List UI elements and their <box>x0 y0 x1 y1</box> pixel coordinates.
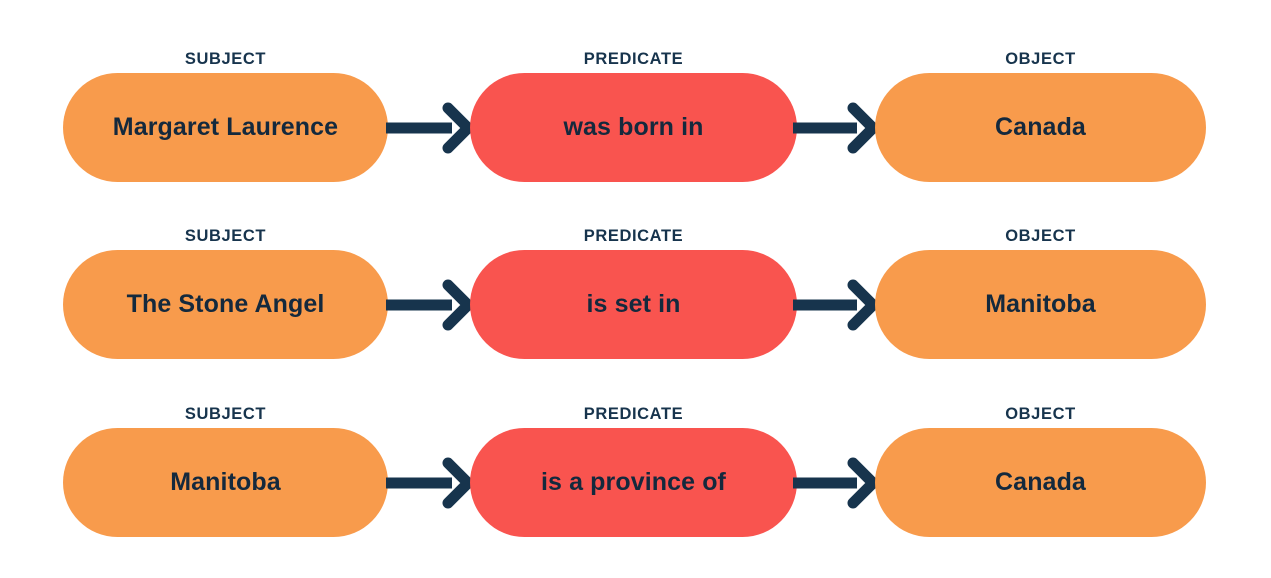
predicate-node[interactable]: was born in <box>470 73 797 182</box>
object-node[interactable]: Canada <box>875 73 1206 182</box>
object-node-label: Manitoba <box>985 290 1096 318</box>
subject-node[interactable]: Margaret Laurence <box>63 73 388 182</box>
predicate-node[interactable]: is a province of <box>470 428 797 537</box>
role-label-predicate: PREDICATE <box>583 50 684 68</box>
role-label-object: OBJECT <box>1005 405 1076 423</box>
arrow-right-icon <box>793 279 879 331</box>
predicate-node-label: is set in <box>586 290 681 318</box>
object-node-label: Canada <box>995 113 1086 141</box>
role-label-object: OBJECT <box>1005 50 1076 68</box>
role-label-subject: SUBJECT <box>184 50 267 68</box>
predicate-node-label: was born in <box>563 113 704 141</box>
object-node-label: Canada <box>995 468 1086 496</box>
subject-node[interactable]: The Stone Angel <box>63 250 388 359</box>
arrow-right-icon <box>386 279 474 331</box>
subject-node-label: Margaret Laurence <box>112 113 339 141</box>
arrow-right-icon <box>386 457 474 509</box>
role-label-subject: SUBJECT <box>184 405 267 423</box>
predicate-node-label: is a province of <box>541 468 726 496</box>
arrow-right-icon <box>386 102 474 154</box>
subject-node[interactable]: Manitoba <box>63 428 388 537</box>
predicate-node[interactable]: is set in <box>470 250 797 359</box>
arrow-right-icon <box>793 457 879 509</box>
role-label-subject: SUBJECT <box>184 227 267 245</box>
subject-node-label: Manitoba <box>170 468 281 496</box>
role-label-predicate: PREDICATE <box>583 227 684 245</box>
triple-row: SUBJECT Margaret Laurence PREDICATE was … <box>0 40 1271 218</box>
role-label-predicate: PREDICATE <box>583 405 684 423</box>
triple-row: SUBJECT Manitoba PREDICATE is a province… <box>0 395 1271 573</box>
triple-row: SUBJECT The Stone Angel PREDICATE is set… <box>0 217 1271 395</box>
arrow-right-icon <box>793 102 879 154</box>
object-node[interactable]: Canada <box>875 428 1206 537</box>
object-node[interactable]: Manitoba <box>875 250 1206 359</box>
role-label-object: OBJECT <box>1005 227 1076 245</box>
subject-node-label: The Stone Angel <box>126 290 325 318</box>
